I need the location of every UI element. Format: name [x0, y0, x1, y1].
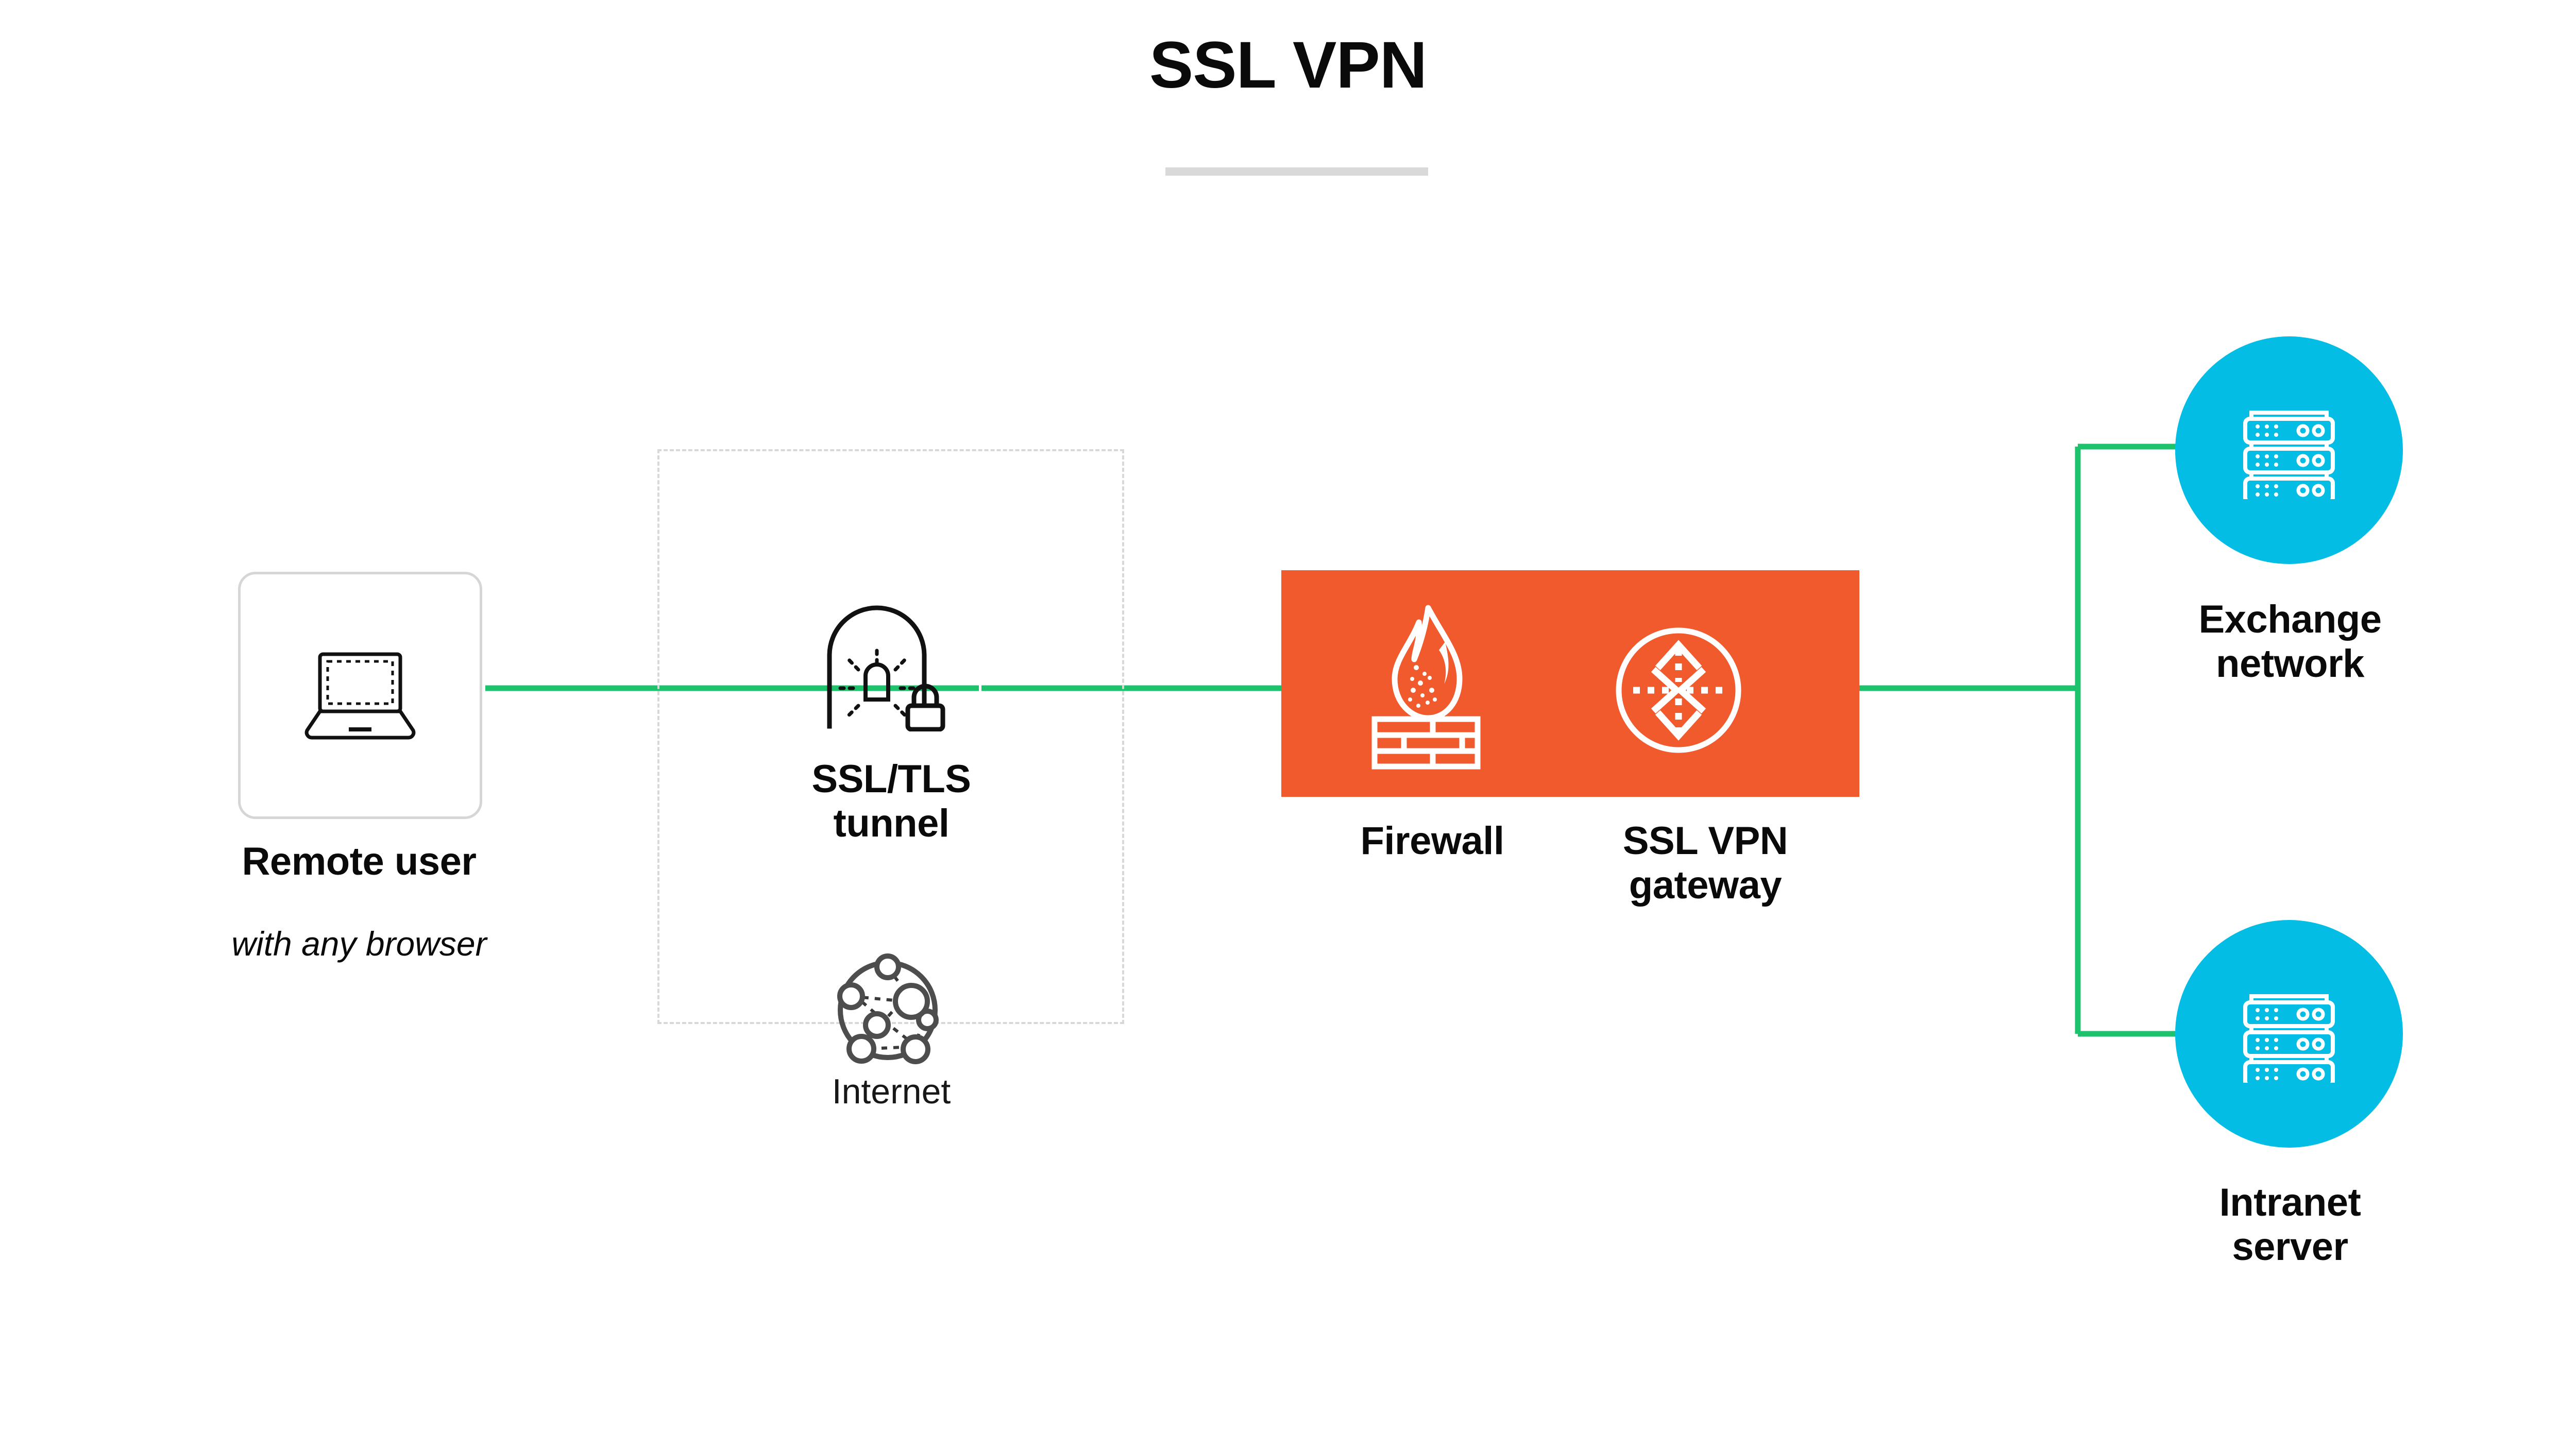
firewall-label: Firewall [1360, 819, 1505, 863]
vpn-gateway-arrows-icon [1616, 627, 1741, 753]
tunnel-label-line1: SSL/TLS [811, 757, 971, 801]
remote-user-node[interactable] [238, 572, 482, 819]
intranet-label-line1: Intranet [2219, 1181, 2361, 1224]
security-perimeter-block [1281, 570, 1859, 797]
server-rack-icon [2243, 411, 2335, 499]
intranet-server-node[interactable] [2175, 920, 2403, 1148]
tunnel-lock-icon [827, 605, 945, 731]
intranet-server-label: Intranet server [2056, 1181, 2524, 1269]
exchange-label-line2: network [2216, 641, 2364, 686]
exchange-label-line1: Exchange [2198, 598, 2382, 641]
intranet-label-line2: server [2232, 1224, 2348, 1269]
page-title: SSL VPN [1149, 28, 1427, 102]
tunnel-label-line2: tunnel [833, 801, 950, 845]
internet-region-boundary [657, 449, 1124, 1024]
gateway-label-line2: gateway [1629, 863, 1782, 907]
firewall-flame-brick-icon [1371, 605, 1481, 770]
laptop-icon [304, 652, 416, 740]
exchange-network-label: Exchange network [2056, 598, 2524, 686]
remote-user-sublabel: with any browser [231, 925, 487, 963]
exchange-network-node[interactable] [2175, 336, 2403, 564]
gateway-label-line1: SSL VPN [1622, 819, 1788, 863]
internet-label: Internet [832, 1072, 951, 1111]
server-rack-icon [2243, 994, 2335, 1083]
title-divider [1165, 167, 1428, 176]
network-globe-icon [837, 953, 939, 1064]
remote-user-label: Remote user [242, 840, 477, 883]
gateway-label: SSL VPN gateway [1473, 819, 1937, 908]
tunnel-label: SSL/TLS tunnel [659, 757, 1123, 846]
